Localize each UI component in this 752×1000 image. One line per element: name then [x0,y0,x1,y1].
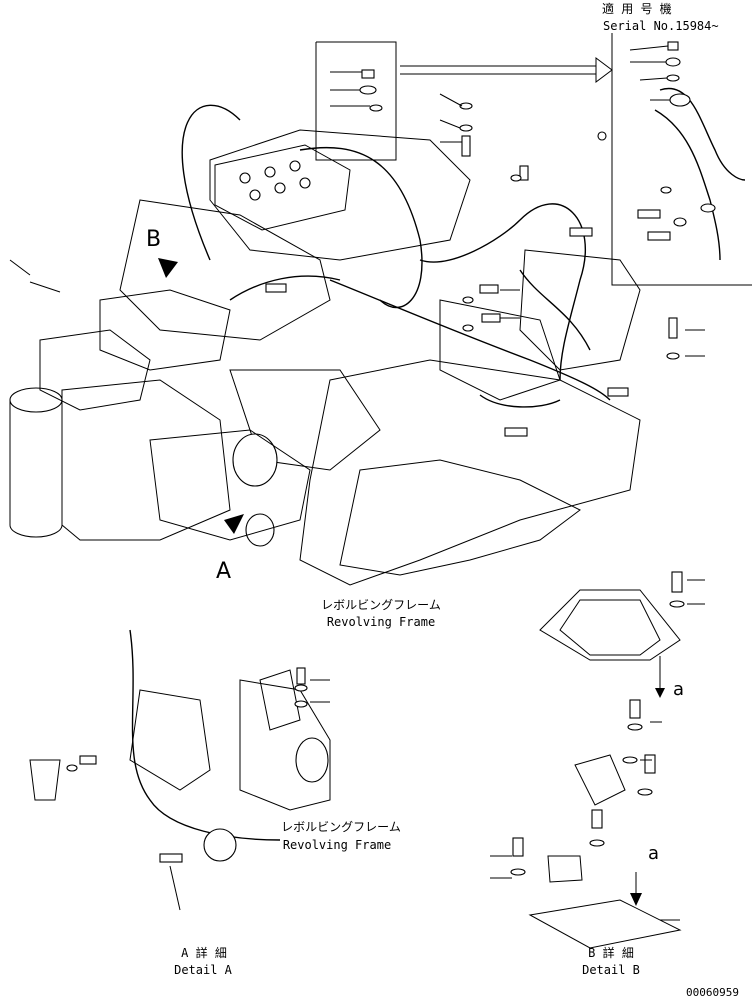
revolving-frame-caption-jp: レボルビングフレーム [321,598,441,612]
reference-a-lower: a [648,843,660,864]
detail-b-title-jp: B 詳 細 [588,946,634,960]
detail-a-drawing [29,629,331,911]
applicable-serial-label-jp: 適 用 号 機 [602,2,672,16]
view-arrows [158,258,665,906]
view-marker-a: A [216,559,232,584]
detail-a-title-en: Detail A [174,963,232,977]
main-fasteners [265,69,680,437]
view-marker-b: B [146,227,162,252]
ac-unit-and-duct [9,289,311,547]
battery-box [214,144,351,231]
detail-b-title-en: Detail B [582,963,640,977]
serial-inset-fasteners [597,41,716,241]
drawing-number: 00060959 [686,986,739,999]
reference-a-upper: a [673,679,685,700]
detail-a-frame-caption-en: Revolving Frame [282,838,392,852]
revolving-frame-caption-en: Revolving Frame [326,615,436,629]
wiring-harness [181,87,746,408]
detail-a-title-jp: A 詳 細 [181,946,227,960]
serial-inset-frame [315,33,752,286]
leader-lines [9,45,705,357]
detail-a-frame-caption-jp: レボルビングフレーム [281,820,401,834]
detail-b-drawing [490,571,705,949]
serial-number: Serial No.15984~ [603,19,719,33]
